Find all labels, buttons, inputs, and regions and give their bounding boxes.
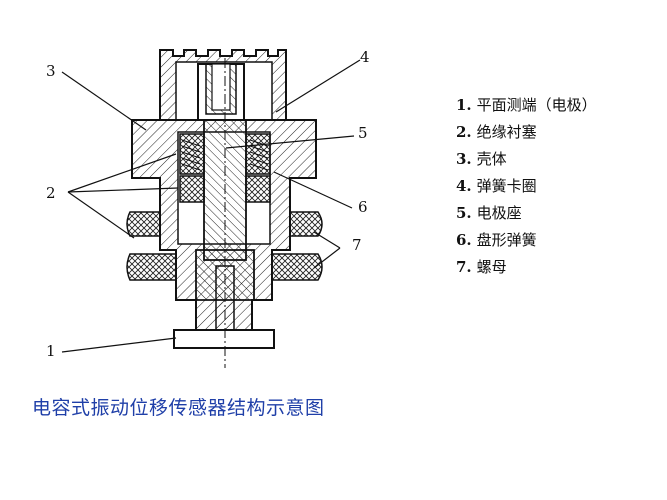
- legend-item-3: 3.壳体: [456, 150, 507, 168]
- callout-4: 4: [360, 48, 370, 66]
- callout-2: 2: [46, 184, 56, 202]
- callout-6: 6: [358, 198, 368, 216]
- top-cap: [159, 49, 287, 121]
- legend-item-5: 5.电极座: [456, 204, 522, 222]
- callout-7: 7: [352, 236, 362, 254]
- legend-item-4: 4.弹簧卡圈: [456, 177, 537, 195]
- leader-lines: [61, 59, 361, 353]
- legend-item-7: 7.螺母: [456, 258, 507, 276]
- nuts: [126, 211, 323, 281]
- legend-item-6: 6.盘形弹簧: [456, 231, 537, 249]
- legend: 1.平面测端（电极） 2.绝缘衬塞 3.壳体 4.弹簧卡圈 5.电极座 6.盘形…: [456, 92, 597, 281]
- disc-springs: [181, 139, 269, 171]
- callout-5: 5: [358, 124, 368, 142]
- callout-3: 3: [46, 62, 56, 80]
- callout-1: 1: [46, 342, 56, 360]
- legend-item-1: 1.平面测端（电极）: [456, 96, 597, 114]
- legend-item-2: 2.绝缘衬塞: [456, 123, 537, 141]
- diagram-caption: 电容式振动位移传感器结构示意图: [32, 397, 325, 419]
